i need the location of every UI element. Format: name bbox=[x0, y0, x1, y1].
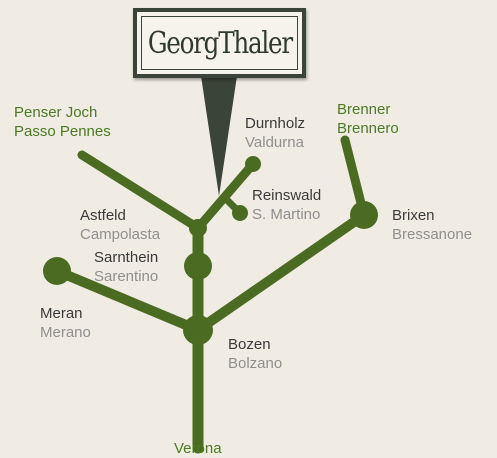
brenner-label-it: Brennero bbox=[337, 120, 399, 137]
penser-joch-branch bbox=[77, 150, 203, 233]
durnholz-node bbox=[245, 156, 261, 172]
brixen-node bbox=[350, 201, 378, 229]
durnholz-label-de: Durnholz bbox=[245, 115, 306, 132]
reinswald-label-de: Reinswald bbox=[252, 187, 322, 204]
penser-joch-label-it: Passo Pennes bbox=[14, 123, 111, 140]
reinswald-label-it: S. Martino bbox=[252, 206, 321, 223]
meran-label-it: Merano bbox=[40, 324, 91, 341]
brixen-label-de: Brixen bbox=[392, 207, 435, 224]
meran-node bbox=[43, 257, 71, 285]
brand-logo: GeorgThaler bbox=[133, 8, 306, 78]
astfeld-node bbox=[189, 219, 207, 237]
brand-pointer bbox=[201, 76, 237, 196]
brand-name: GeorgThaler bbox=[147, 25, 292, 61]
bozen-node bbox=[183, 315, 213, 345]
meran-label-de: Meran bbox=[40, 305, 83, 322]
brixen-branch bbox=[193, 210, 369, 335]
meran-branch bbox=[52, 266, 203, 335]
brixen-label-it: Bressanone bbox=[392, 226, 473, 243]
reinswald-node bbox=[232, 205, 248, 221]
astfeld-label-de: Astfeld bbox=[80, 207, 126, 224]
bozen-label-de: Bozen bbox=[228, 336, 271, 353]
brenner-label-de: Brenner bbox=[337, 101, 391, 118]
brand-logo-frame: GeorgThaler bbox=[141, 16, 298, 70]
penser-joch-label-de: Penser Joch bbox=[14, 104, 98, 121]
astfeld-label-it: Campolasta bbox=[80, 226, 161, 243]
verona-label: Verona bbox=[174, 440, 222, 457]
sarnthein-label-it: Sarentino bbox=[94, 268, 159, 285]
sarnthein-node bbox=[184, 252, 212, 280]
sarnthein-label-de: Sarnthein bbox=[94, 249, 159, 266]
bozen-label-it: Bolzano bbox=[228, 355, 283, 372]
durnholz-label-it: Valdurna bbox=[245, 134, 304, 151]
